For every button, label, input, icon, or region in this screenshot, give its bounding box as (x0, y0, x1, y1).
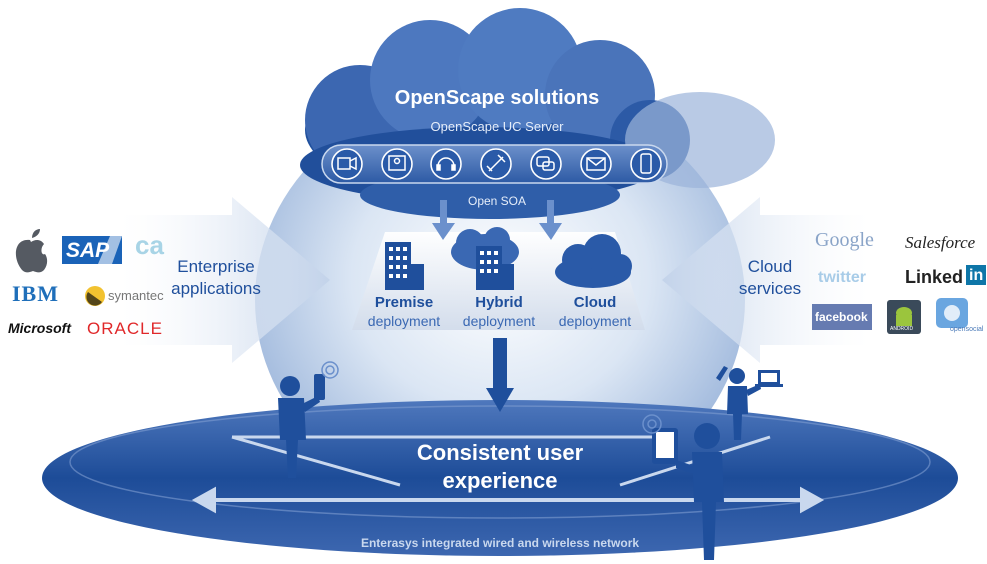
logo-linkedin: Linked (905, 267, 964, 287)
cloud-title: OpenScape solutions (394, 87, 600, 109)
phone-icon (486, 154, 506, 172)
logo-twitter: twitter (818, 269, 866, 286)
linkedin-bg (966, 265, 986, 285)
down-arrow-shaft (493, 338, 507, 390)
deployment-hybrid-title: Hybrid (475, 294, 523, 311)
logo-google: Google (815, 229, 874, 251)
server-label: OpenScape UC Server (430, 119, 564, 134)
person-right (652, 423, 724, 560)
logo-oracle: ORACLE (87, 319, 163, 338)
network-ellipse (42, 400, 958, 556)
network-label: Enterasys integrated wired and wireless … (360, 536, 640, 550)
logo-linkedin-in: in (969, 267, 984, 284)
deployment-hybrid-sub: deployment (462, 313, 536, 329)
logo-symantec: symantec (108, 288, 164, 303)
left-arrow-line2: applications (171, 279, 261, 298)
right-arrow-line2: services (738, 279, 802, 298)
signal-icon-left (321, 361, 339, 379)
logo-android: ANDROID (890, 326, 914, 332)
logo-sap: SAP (66, 239, 110, 262)
mail-icon (586, 157, 606, 171)
ellipse-title-line2: experience (442, 468, 558, 493)
left-arrow-line1: Enterprise (177, 257, 255, 276)
left-arrow-shape (120, 197, 330, 363)
video-icon (337, 157, 351, 170)
open-soa-label: Open SOA (467, 194, 527, 208)
facebook-bg (812, 304, 872, 330)
logo-facebook: facebook (815, 310, 868, 324)
logo-salesforce: Salesforce (905, 233, 976, 252)
cloud-icon (555, 234, 632, 288)
down-arrow-head (486, 388, 514, 412)
logo-opensocial: opensocial (950, 326, 984, 333)
deployment-premise-title: Premise (374, 294, 434, 311)
ellipse-title-line1: Consistent user (416, 440, 584, 465)
mobile-icon (640, 153, 652, 174)
headset-icon (437, 157, 455, 167)
right-arrow-line1: Cloud (747, 257, 793, 276)
deployment-premise-sub: deployment (367, 313, 441, 329)
apple-icon (15, 229, 48, 273)
signal-icon-right (642, 414, 662, 434)
person-left (278, 374, 325, 478)
deployment-cloud-title: Cloud (573, 294, 617, 311)
logo-ca: ca (135, 230, 164, 260)
logo-ibm: IBM (12, 281, 59, 306)
conference-icon (388, 155, 406, 171)
logo-microsoft: Microsoft (8, 320, 71, 336)
deployment-cloud-sub: deployment (558, 313, 632, 329)
open-soa-arrows (432, 200, 562, 240)
openscape-cloud (300, 8, 775, 219)
person-right-top (716, 366, 783, 440)
